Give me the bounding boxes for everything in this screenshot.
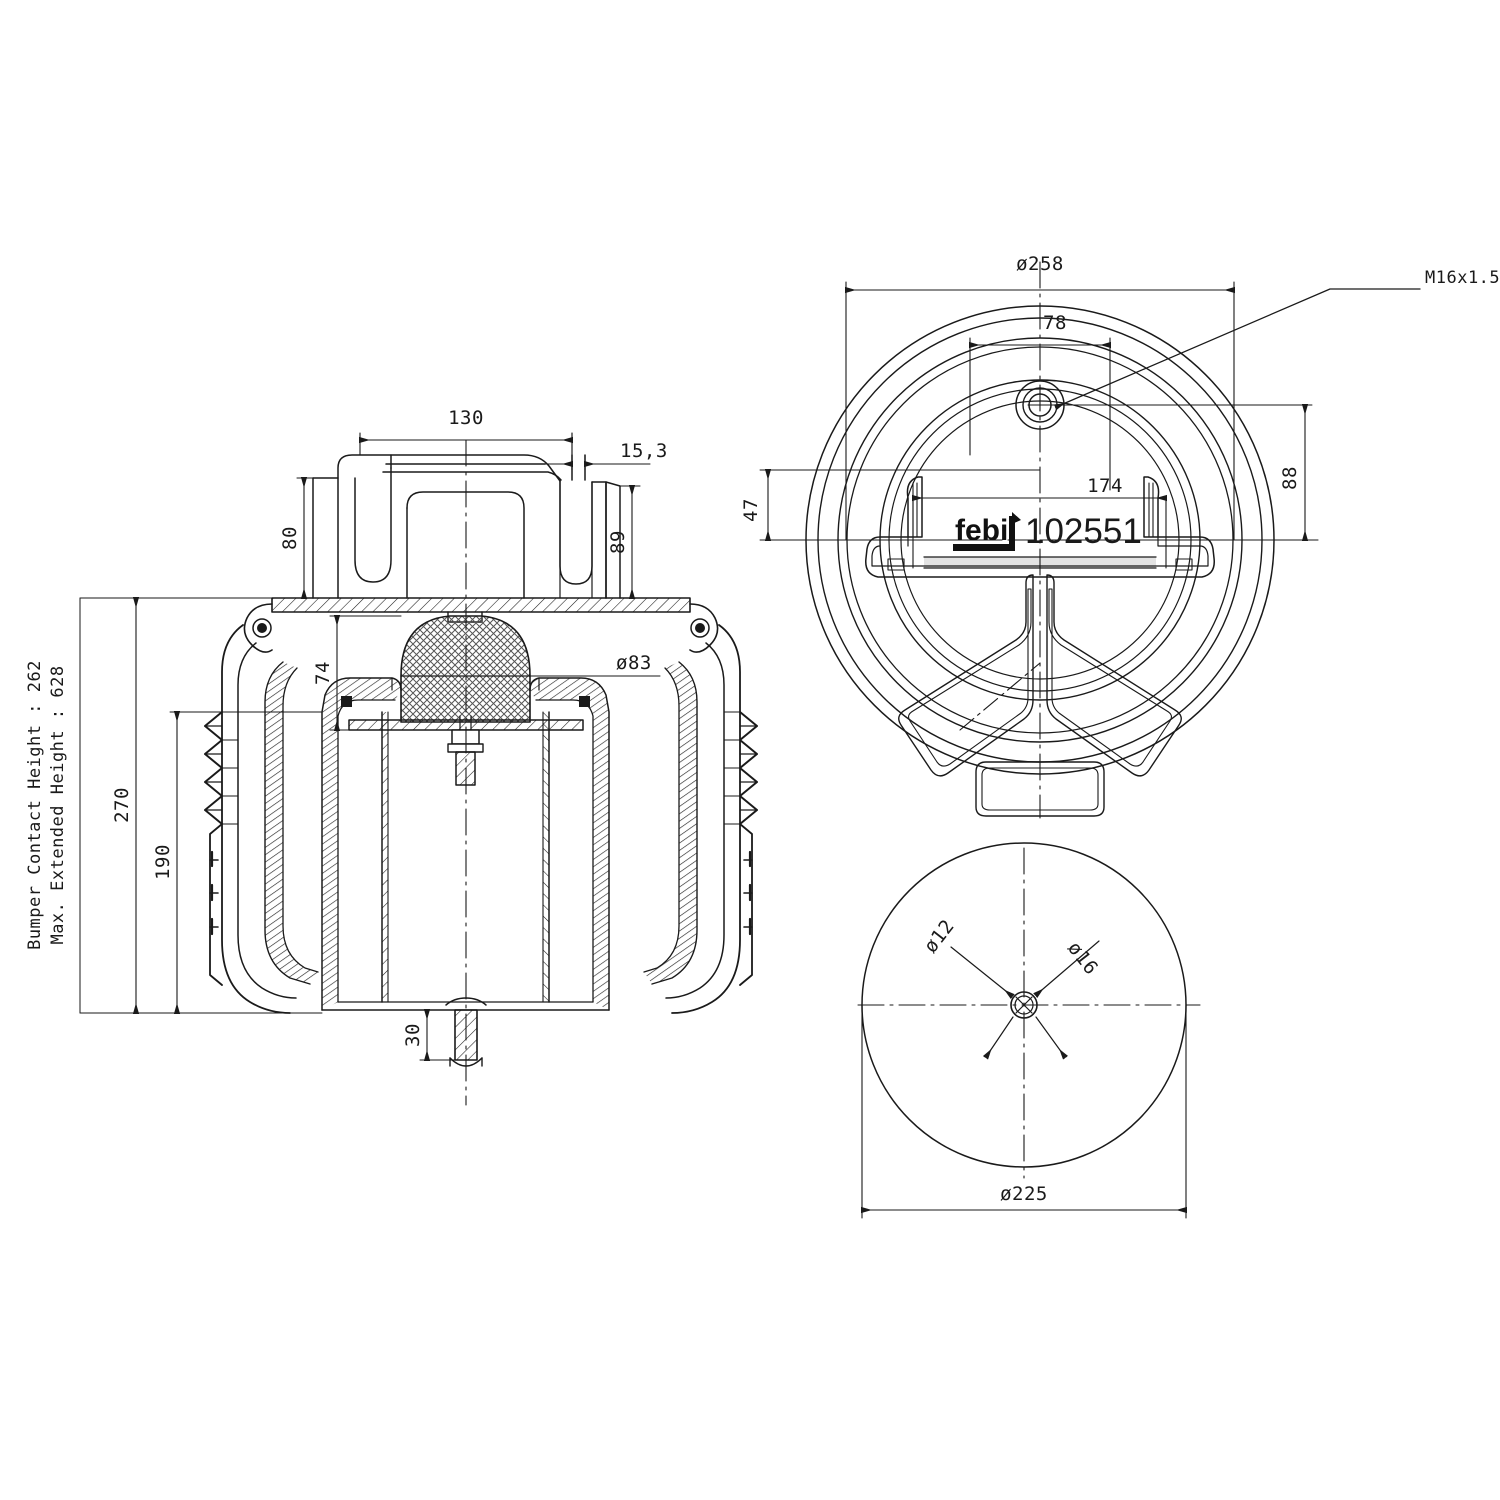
dim-bracket-outer: 174: [1087, 475, 1123, 497]
dim-bumper-diameter: ø83: [616, 652, 652, 674]
dim-left-stud-height: 80: [279, 526, 301, 550]
section-view: [204, 439, 758, 1106]
bellows-right: [643, 603, 758, 1014]
febi-wordmark: febi: [955, 514, 1008, 547]
dim-overall-height: 270: [111, 787, 133, 823]
dim-piston-height: 190: [152, 844, 174, 880]
dim-bracket-inner: 78: [1043, 312, 1067, 334]
section-dimensions: [79, 432, 661, 1061]
bellows-left: [204, 603, 319, 1014]
part-number: 102551: [1025, 512, 1142, 551]
dim-hole-small: ø12: [920, 915, 959, 957]
dim-bumper-height: 74: [312, 661, 334, 685]
top-plan-view: [759, 261, 1421, 819]
bottom-plan-view: [857, 842, 1201, 1219]
dim-thread-callout: M16x1.5: [1425, 268, 1500, 288]
dim-outer-diameter: ø258: [1016, 253, 1064, 275]
dim-right-bracket-height: 89: [607, 530, 629, 554]
dim-bottom-stud: 30: [402, 1023, 424, 1047]
note-bumper-contact-height: Bumper Contact Height : 262: [25, 660, 45, 950]
dim-piston-diameter: ø225: [1000, 1183, 1048, 1205]
dim-left-offset: 47: [740, 498, 762, 522]
dim-pin-offset: 15,3: [620, 440, 668, 462]
dim-top-flange-width: 130: [448, 407, 484, 429]
dim-right-offset: 88: [1279, 466, 1301, 490]
febi-logo: febi: [953, 512, 1021, 551]
note-max-extended-height: Max. Extended Height : 628: [48, 665, 68, 944]
